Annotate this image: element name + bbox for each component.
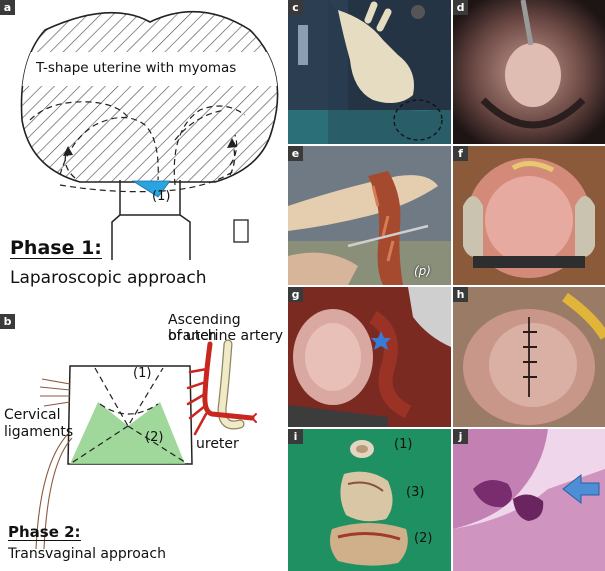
- phase2-subtitle: Transvaginal approach: [8, 546, 166, 562]
- diagram-label: T-shape uterine with myomas: [36, 60, 237, 76]
- ureter-label: ureter: [196, 436, 239, 452]
- panel-letter-c: c: [288, 0, 303, 15]
- panel-letter-d: d: [453, 0, 468, 15]
- phase2-title: Phase 2:: [8, 523, 81, 541]
- cervical-ligaments: [35, 378, 73, 550]
- uterus-diagram-phase1: [20, 10, 279, 260]
- panel-g: g: [288, 287, 451, 427]
- morcellation-photo: [288, 146, 451, 285]
- panel-b: b Ascending branch: [0, 314, 286, 571]
- segment-1-label: (1): [152, 189, 171, 204]
- resected-specimens-photo: [288, 429, 451, 571]
- panel-c: c: [288, 0, 451, 144]
- phase1-title: Phase 1:: [10, 237, 102, 259]
- panel-j: j: [453, 429, 605, 571]
- panel-letter-g: g: [288, 287, 303, 302]
- transvaginal-resection-photo: [288, 287, 451, 427]
- panel-e: e (p): [288, 146, 451, 285]
- cervix: [111, 180, 191, 260]
- segment-2-green: [70, 402, 185, 464]
- artery-label-line2: of uterine artery: [168, 328, 283, 344]
- panel-letter-b: b: [0, 314, 15, 329]
- panel-h: h: [453, 287, 605, 427]
- panel-letter-j: j: [453, 429, 468, 444]
- panel-letter-e: e: [288, 146, 303, 161]
- panel-f: f: [453, 146, 605, 285]
- panel-a: a: [0, 0, 286, 312]
- cervical-label-line2: ligaments: [4, 424, 74, 440]
- cervical-label-line1: Cervical: [4, 407, 61, 423]
- resection-lines: [69, 367, 189, 465]
- segment-2-label: (2): [145, 430, 164, 445]
- endoscopic-view-photo: [453, 0, 605, 144]
- segment-1-blue: [131, 180, 171, 198]
- arrow-blue: [562, 473, 600, 505]
- specimen-label-1: (1): [394, 437, 413, 452]
- panel-letter-h: h: [453, 287, 468, 302]
- cervix-diagram-phase2: [35, 339, 257, 550]
- uterine-body: [20, 10, 279, 183]
- panel-i: i (1) (3) (2): [288, 429, 451, 571]
- dissection-lines: [29, 101, 246, 193]
- panel-d: d: [453, 0, 605, 144]
- histology-photo: [453, 429, 605, 571]
- laparoscopic-setup-photo: [288, 0, 451, 144]
- sutured-cervix-photo: [453, 287, 605, 427]
- specimen-label-3: (3): [406, 485, 425, 500]
- panel-e-overlay-label: (p): [414, 264, 431, 278]
- uterine-artery: [186, 341, 257, 436]
- panel-letter-a: a: [0, 0, 15, 15]
- specimen-label-2: (2): [414, 531, 433, 546]
- panel-letter-i: i: [288, 429, 303, 444]
- phase1-subtitle: Laparoscopic approach: [10, 268, 207, 288]
- artery-label-line1: Ascending branch: [168, 314, 241, 344]
- segment-1-label-b: (1): [133, 366, 152, 381]
- cervix-exposure-photo: [453, 146, 605, 285]
- empty-box: [233, 219, 249, 243]
- panel-letter-f: f: [453, 146, 468, 161]
